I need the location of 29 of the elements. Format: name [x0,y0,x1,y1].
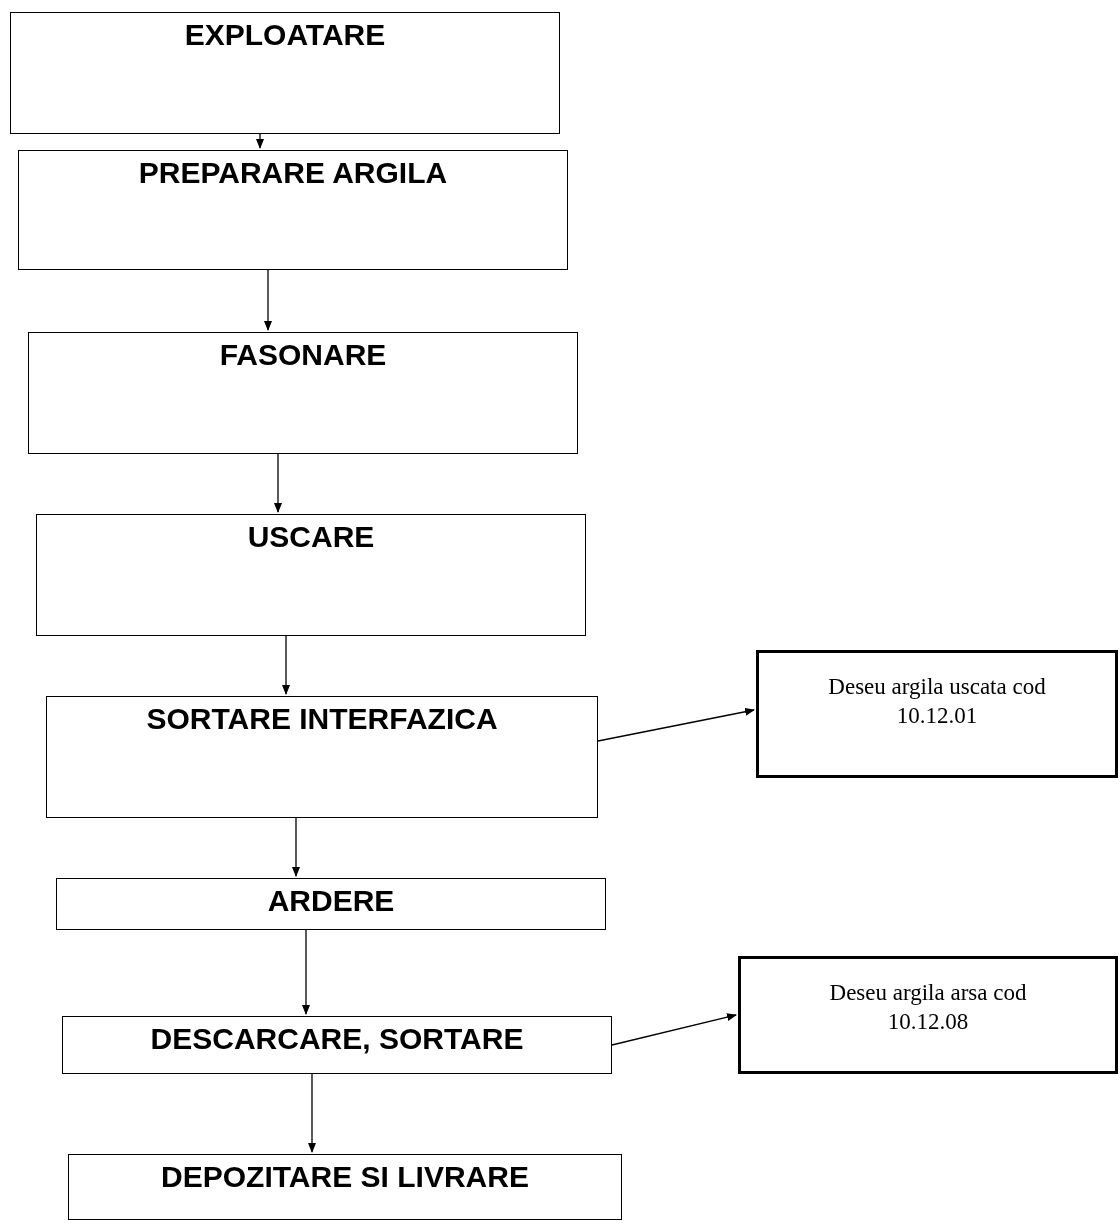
waste-label: Deseu argila uscata cod 10.12.01 [827,673,1047,730]
waste-box [756,650,1118,778]
process-box [68,1154,622,1220]
arrow [264,269,272,331]
arrow [302,929,310,1015]
arrow [274,453,282,513]
arrow [292,817,300,877]
arrow [597,707,755,742]
process-box [28,332,578,454]
step-title: USCARE [247,519,375,555]
process-box [56,878,606,930]
process-box [46,696,598,818]
arrow [308,1073,316,1153]
waste-label: Deseu argila arsa cod 10.12.08 [828,979,1028,1036]
process-box [18,150,568,270]
step-title: DEPOZITARE SI LIVRARE [161,1159,529,1195]
step-title: SORTARE INTERFAZICA [146,701,498,737]
process-box [36,514,586,636]
waste-box [738,956,1118,1074]
arrow [282,635,290,695]
arrow [611,1013,737,1046]
step-title: DESCARCARE, SORTARE [150,1021,524,1057]
step-title: EXPLOATARE [184,17,386,53]
step-title: PREPARARE ARGILA [138,155,448,191]
step-title: FASONARE [219,337,387,373]
process-box [10,12,560,134]
process-box [62,1016,612,1074]
step-title: ARDERE [267,883,395,919]
arrow [256,133,264,149]
